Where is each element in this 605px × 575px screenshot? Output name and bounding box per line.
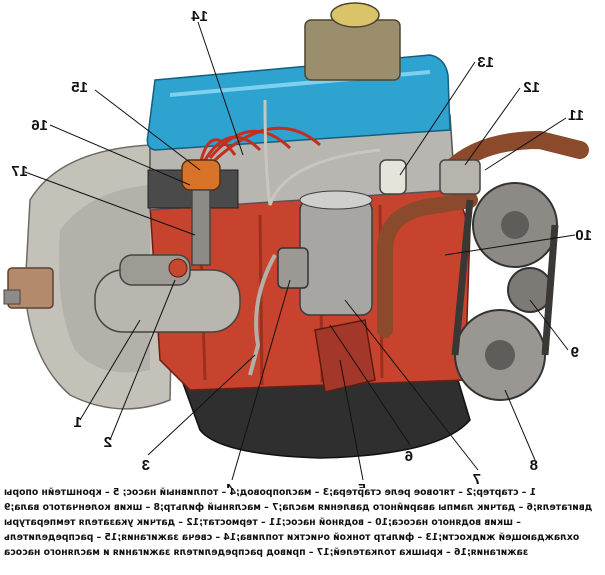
caption-line: охлаждающей жидкости;13 – фильтр тонкой … [4, 532, 580, 543]
fuel-line [263, 99, 381, 206]
callout-6: 6 [405, 448, 413, 465]
callout-labels: 1 2 3 4 5 6 7 8 9 10 11 12 13 14 15 16 1… [11, 8, 592, 488]
fan-belt [451, 199, 559, 356]
callout-13: 13 [477, 54, 494, 71]
fine-fuel-filter [379, 159, 407, 195]
callout-14: 14 [191, 8, 208, 25]
figure-caption: 1 – стартер;2 – тяговое реле стартера;3 … [4, 485, 601, 573]
callout-5: 5 [358, 481, 366, 488]
caption-line: – шкив водяного насоса;10 – водяной насо… [4, 517, 521, 528]
caption-line: 1 – стартер;2 – тяговое реле стартера;3 … [4, 487, 537, 498]
thermostat-housing [439, 159, 481, 195]
caption-line: зажигания;16 – крышка толкателей;17 – пр… [4, 547, 529, 558]
callout-16: 16 [31, 117, 48, 134]
callout-7: 7 [473, 471, 481, 488]
fuel-pump [277, 247, 309, 289]
engine-mount-bracket [314, 319, 376, 393]
callout-2: 2 [104, 434, 112, 451]
pulley-group [451, 182, 559, 401]
engine-illustration: 1 2 3 4 5 6 7 8 9 10 11 12 13 14 15 16 1… [3, 2, 592, 488]
oil-pan [178, 369, 471, 459]
callout-11: 11 [568, 107, 584, 124]
callout-12: 12 [523, 79, 540, 96]
carburetor [304, 19, 401, 81]
callout-3: 3 [142, 457, 150, 474]
coolant-pipe [377, 192, 478, 338]
spark-plug-wires [198, 126, 321, 166]
oil-line [248, 254, 277, 376]
callout-9: 9 [571, 344, 579, 361]
distributor [181, 159, 221, 266]
callout-17: 17 [11, 163, 28, 180]
callout-1: 1 [74, 414, 82, 431]
caption-line: двигателя;6 – датчик лампы аварийного да… [4, 502, 593, 513]
air-horn [330, 2, 380, 28]
callout-4: 4 [225, 481, 234, 488]
starter-motor [94, 254, 241, 333]
oil-filter [299, 190, 373, 316]
callout-10: 10 [575, 227, 592, 244]
leader-lines [24, 21, 576, 481]
callout-8: 8 [530, 457, 538, 474]
callout-15: 15 [71, 79, 88, 96]
mount-bolt [3, 289, 21, 305]
